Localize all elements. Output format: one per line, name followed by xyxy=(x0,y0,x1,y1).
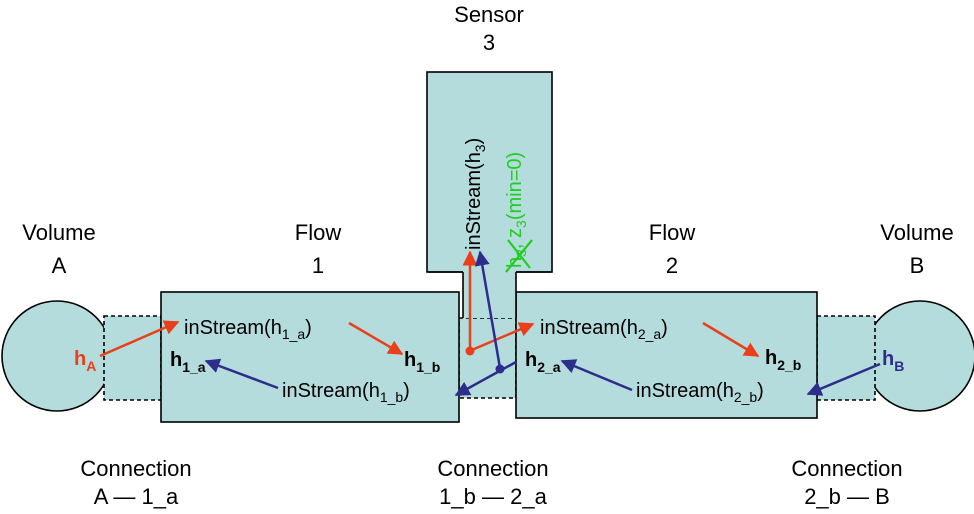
flow-2-title: Flow xyxy=(649,220,696,245)
connection-1-title: Connection xyxy=(80,456,191,481)
arrow-h2a-to-sensor xyxy=(474,250,502,369)
junction-dot-blue xyxy=(495,364,505,374)
arrow-hA-to-instream-1a xyxy=(99,320,180,358)
flow-1-box xyxy=(160,291,460,423)
volume-a-letter: A xyxy=(52,253,67,278)
volume-b-letter: B xyxy=(910,253,925,278)
arrow-hB-to-instream-2b xyxy=(806,362,881,396)
junction-dot-red xyxy=(465,346,475,356)
volume-a-circle xyxy=(1,300,113,412)
connection-1-label: A — 1_a xyxy=(94,484,179,509)
flow-1-instream-b: inStream(h1_b) xyxy=(282,380,410,405)
flow-2-instream-a: inStream(h2_a) xyxy=(540,317,668,342)
flow-1-number: 1 xyxy=(312,253,324,278)
sensor-stream-text: inStream(h3) xyxy=(463,138,488,250)
volume-a-title: Volume xyxy=(22,220,95,245)
flow-1-title: Flow xyxy=(295,220,342,245)
flow-2-instream-b: inStream(h2_b) xyxy=(636,380,764,405)
flow-2-box xyxy=(515,291,818,419)
volume-b-title: Volume xyxy=(880,220,953,245)
volume-a-enthalpy: hA xyxy=(74,348,96,374)
connection-3-label: 2_b — B xyxy=(804,484,890,509)
flow-1-h-b: h1_b xyxy=(404,349,440,375)
flow-1-instream-a: inStream(h1_a) xyxy=(184,317,312,342)
arrow-h1b-to-instream-2a xyxy=(466,322,535,354)
strike-mark-2 xyxy=(507,239,531,269)
sensor-number: 3 xyxy=(483,30,495,55)
flow-2-h-a: h2_a xyxy=(525,349,561,375)
connection-3-title: Connection xyxy=(791,456,902,481)
connection-1b-2a-box xyxy=(458,317,517,399)
arrow-instream-1b-to-h1a xyxy=(204,358,279,390)
connection-a-1a-box xyxy=(103,315,162,401)
arrow-instream-2b-to-h2a xyxy=(560,359,633,392)
connection-2-title: Connection xyxy=(437,456,548,481)
strike-mark-1 xyxy=(505,239,533,273)
flow-2-h-b: h2_b xyxy=(765,347,801,373)
arrow-instream-1a-to-h1b xyxy=(348,321,404,356)
connection-2-label: 1_b — 2_a xyxy=(439,484,547,509)
arrow-instream-2a-to-h2b xyxy=(702,321,760,358)
arrow-h2a-to-instream-1b xyxy=(454,360,517,397)
sensor-box xyxy=(426,71,553,273)
flow-1-h-a: h1_a xyxy=(170,349,206,375)
flow-2-number: 2 xyxy=(666,253,678,278)
volume-b-enthalpy: hB xyxy=(882,348,904,374)
sensor-title: Sensor xyxy=(454,2,524,27)
svg-text:inStream(h3): inStream(h3) xyxy=(463,138,488,250)
